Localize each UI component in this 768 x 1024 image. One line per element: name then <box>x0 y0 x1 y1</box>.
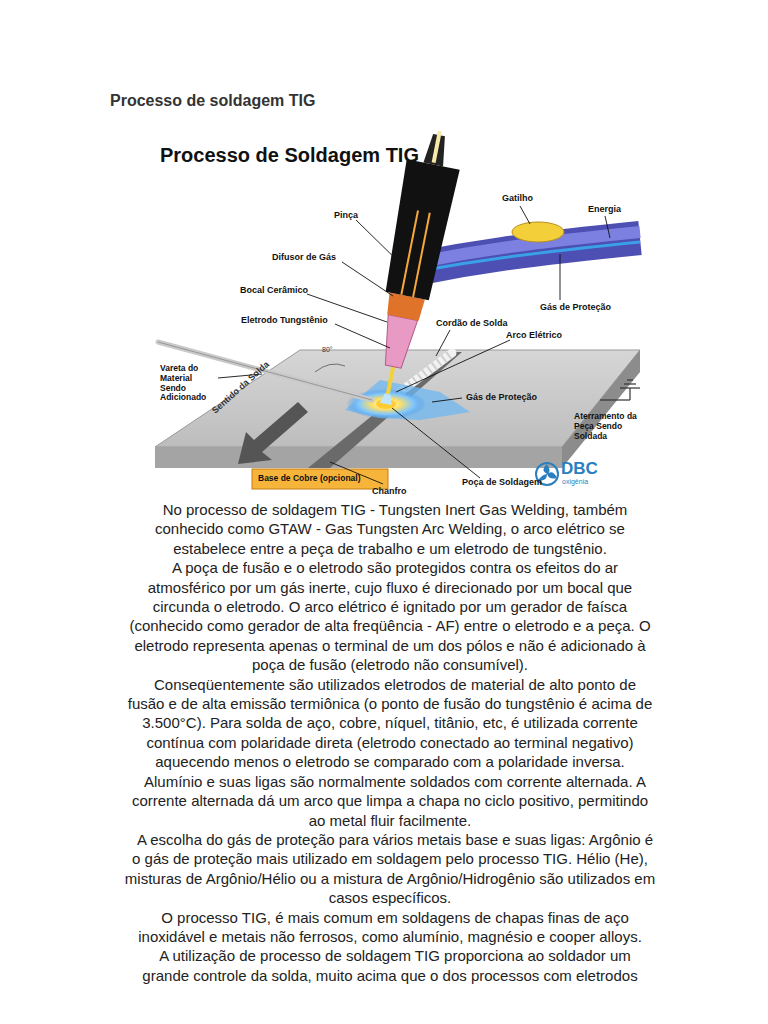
part-label: Pinça <box>334 210 358 220</box>
part-label: Arco Elétrico <box>506 330 562 340</box>
leader-line <box>335 324 390 348</box>
paragraph: A utilização de processo de soldagem TIG… <box>124 946 656 985</box>
leader-line <box>605 216 610 238</box>
ground-wire <box>600 399 630 400</box>
arc-glow <box>380 393 394 405</box>
part-label: Gatilho <box>502 193 533 203</box>
leader-line <box>560 254 561 300</box>
part-label: Bocal Cerâmico <box>240 285 308 295</box>
part-label: Gás de Proteção <box>466 392 537 402</box>
copper-base <box>252 469 388 489</box>
electrode-top <box>434 131 440 162</box>
paragraph: Conseqüentemente são utilizados eletrodo… <box>124 675 656 772</box>
paragraph: No processo de soldagem TIG - Tungsten I… <box>124 500 656 558</box>
part-label: Base de Cobre (opcional) <box>258 473 361 483</box>
part-label: Aterramento da Peça Sendo Soldada <box>574 412 644 441</box>
direction-arrow <box>238 402 308 464</box>
logo-subtext: oxigênia <box>562 478 588 485</box>
body-text: No processo de soldagem TIG - Tungsten I… <box>124 500 656 985</box>
torch-body <box>381 159 460 301</box>
ground-wire <box>629 388 630 400</box>
ground-symbol <box>624 383 636 384</box>
diagram-title: Processo de Soldagem TIG <box>160 144 419 167</box>
part-label: Vareta do Material Sendo Adicionado <box>160 364 220 403</box>
paragraph: O processo TIG, é mais comum em soldagen… <box>124 908 656 947</box>
part-label: Cordão de Solda <box>436 318 508 328</box>
leader-line <box>342 262 393 296</box>
part-label: Poça de Soldagem <box>462 477 542 487</box>
angle-label: 80° <box>322 346 333 353</box>
leader-line <box>432 398 462 402</box>
logo-text: DBC <box>561 459 598 479</box>
leader-line <box>436 330 450 356</box>
part-label: Chanfro <box>372 486 407 496</box>
collet <box>413 213 430 297</box>
leader-line <box>392 408 480 478</box>
part-label: Energia <box>588 204 621 214</box>
ceramic-nozzle <box>379 315 418 370</box>
trigger <box>512 222 564 242</box>
leader-line <box>396 340 510 392</box>
plate-side <box>562 350 640 468</box>
plate-front <box>155 447 562 468</box>
leader-line <box>520 206 530 224</box>
ground-symbol <box>620 387 640 388</box>
ground-symbol <box>627 379 633 380</box>
paragraph: Alumínio e suas ligas são normalmente so… <box>124 772 656 830</box>
page-heading: Processo de soldagem TIG <box>110 92 315 110</box>
paragraph: A poça de fusão e o eletrodo são protegi… <box>124 558 656 674</box>
part-label: Gás de Proteção <box>540 302 611 312</box>
part-label: Eletrodo Tungstênio <box>241 315 328 325</box>
power-line <box>425 242 640 270</box>
paragraph: A escolha do gás de proteção para vários… <box>124 830 656 908</box>
leader-line <box>356 220 405 268</box>
angle-arc <box>315 364 345 372</box>
part-label: Difusor de Gás <box>272 252 336 262</box>
